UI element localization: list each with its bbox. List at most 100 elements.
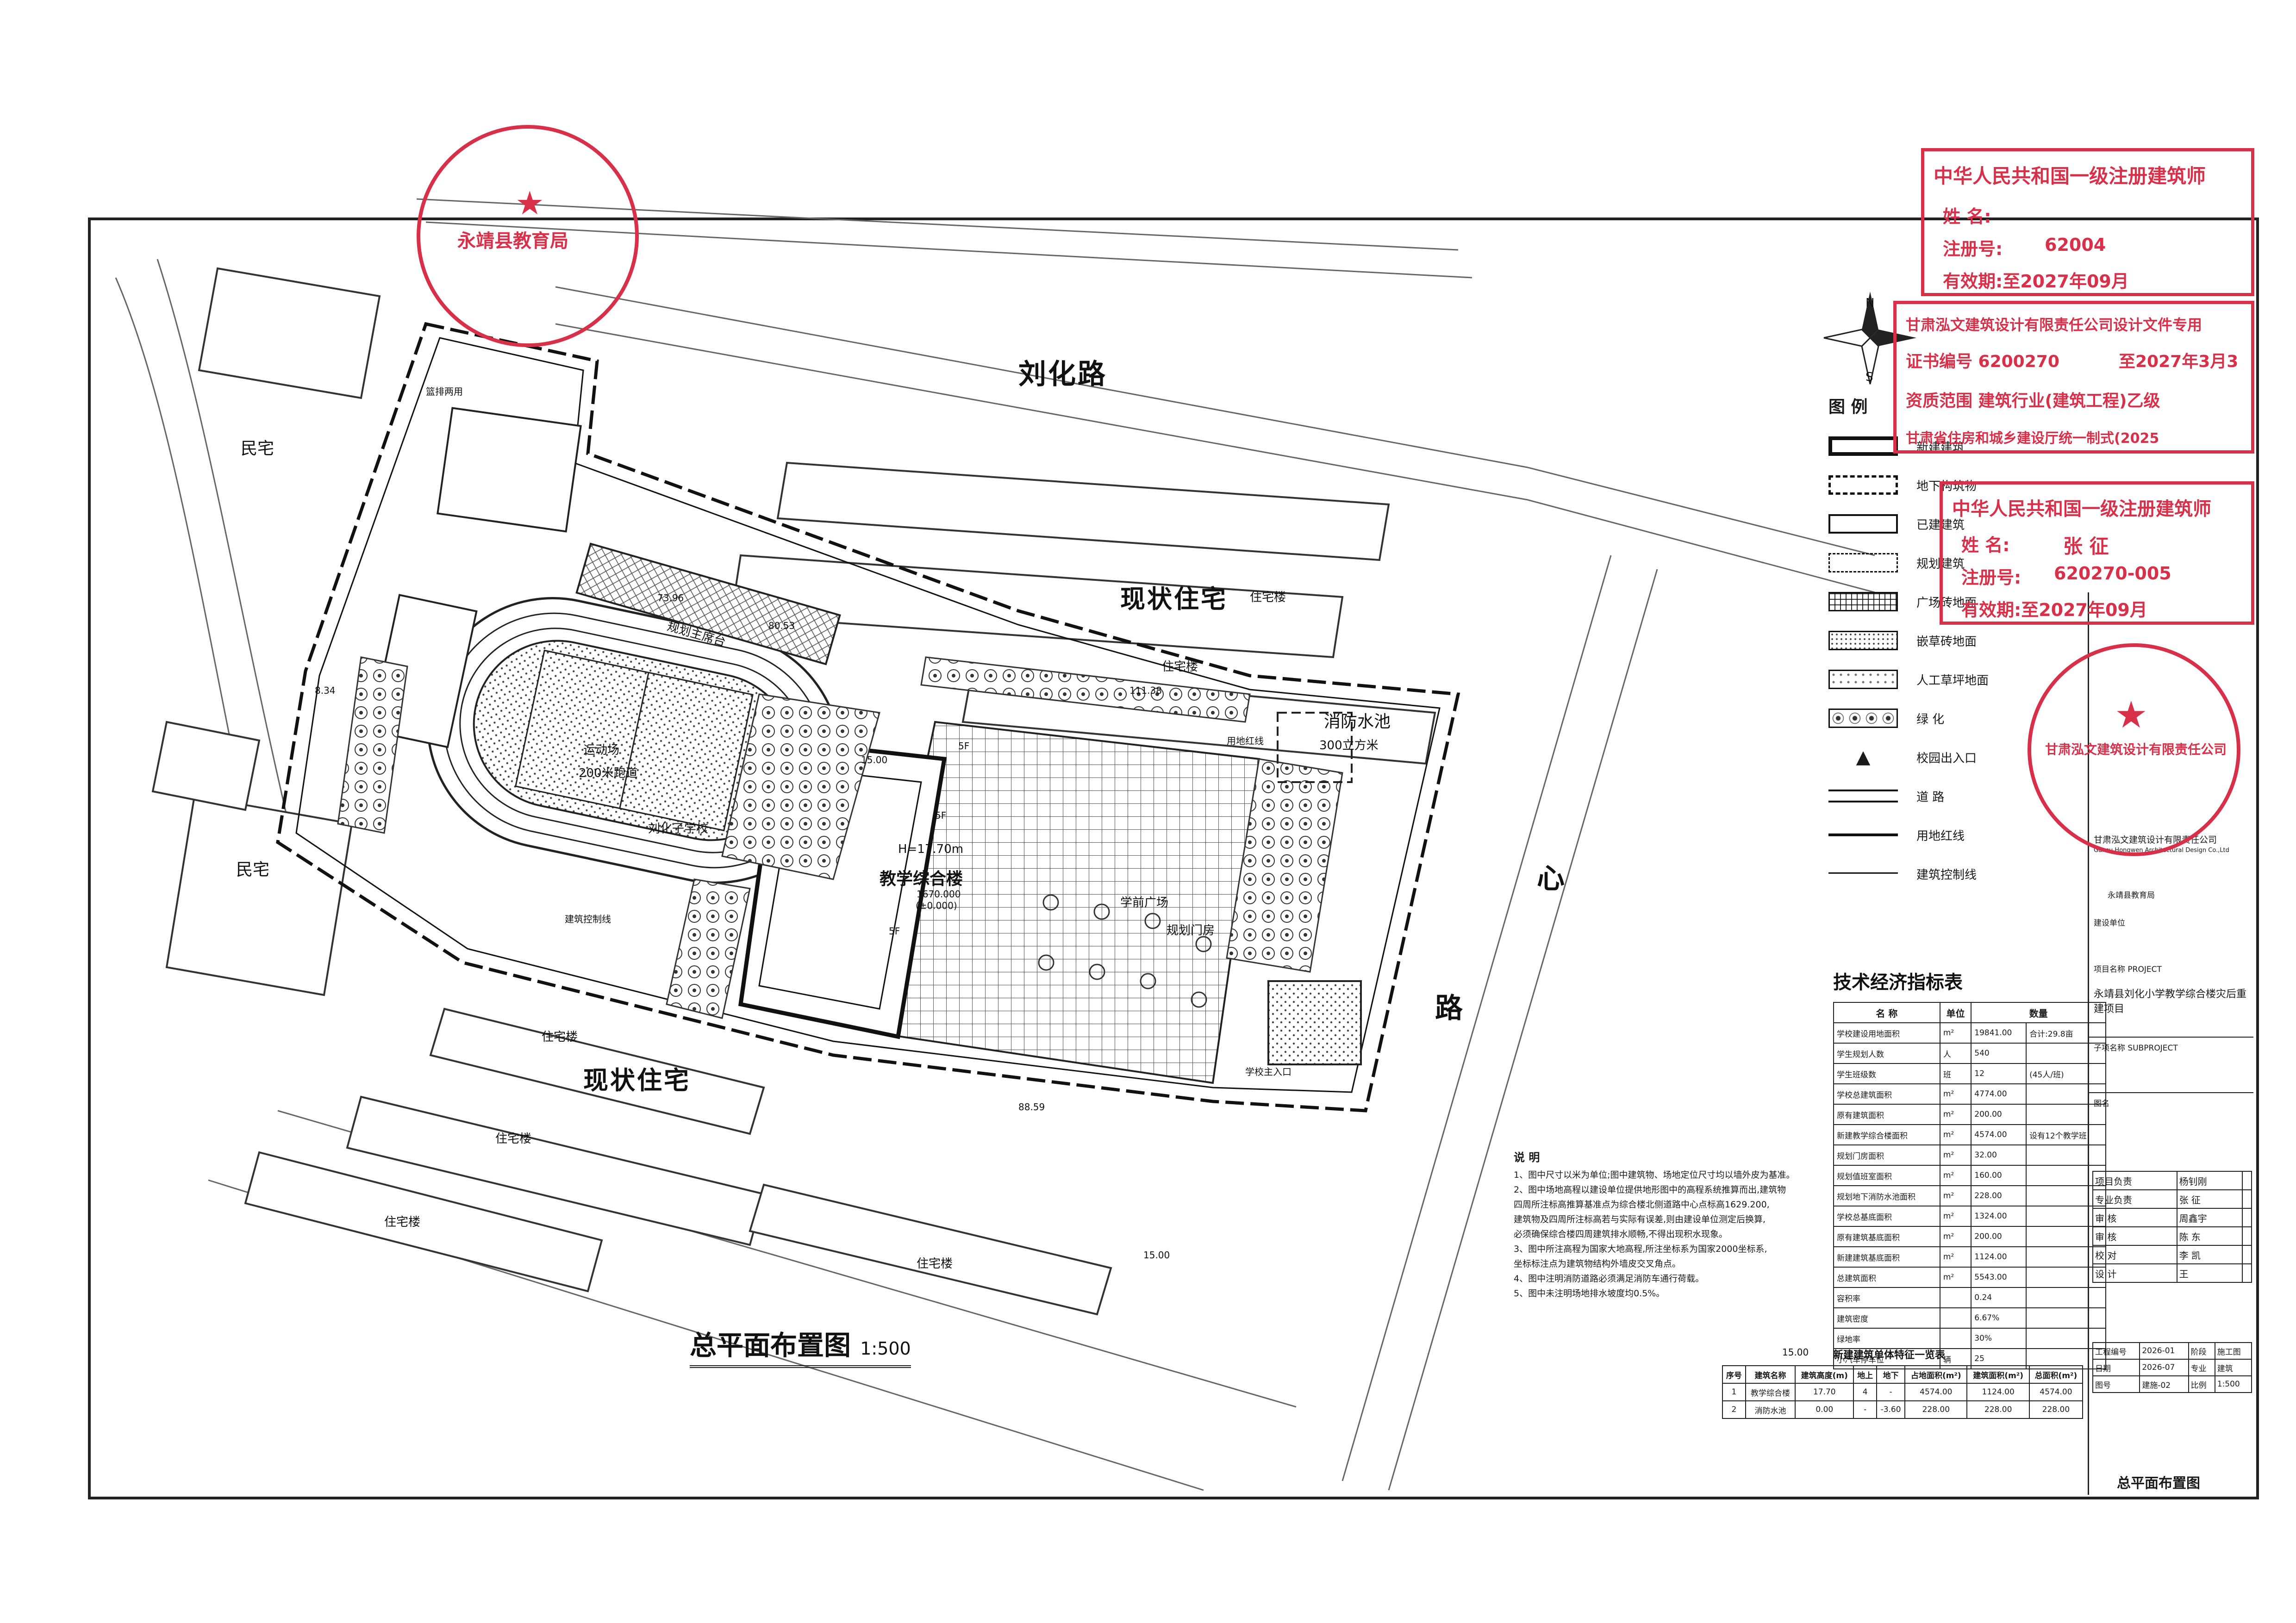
company-round-stamp: 甘肃泓文建筑设计有限责任公司 ★	[2028, 643, 2240, 856]
build-line-label: 建筑控制线	[565, 914, 611, 925]
tech-cell: 规划门房面积	[1833, 1144, 1940, 1166]
tech-row: 建筑密度 6.67%	[1833, 1307, 2106, 1329]
architect-stamp-2: 中华人民共和国一级注册建筑师 姓 名: 张 征 注册号: 620270-005 …	[1940, 481, 2254, 625]
pool-volume-label: 300立方米	[1319, 739, 1379, 752]
tech-cell: m²	[1939, 1104, 1972, 1125]
legend-title: 图 例	[1828, 398, 1868, 417]
note-line: 必须确保综合楼四周建筑排水顺畅,不得出现积水现象。	[1514, 1229, 1728, 1239]
legend-item: 绿 化	[1828, 699, 2088, 738]
building-table-cell: -	[1853, 1400, 1878, 1419]
signature-row: 项目负责杨钊刚	[2092, 1171, 2252, 1190]
tech-cell: 160.00	[1971, 1165, 2027, 1186]
meta-cell: 2026-01	[2139, 1342, 2189, 1360]
gate-label: 规划门房	[1167, 924, 1215, 938]
tech-cell: 学校建设用地面积	[1833, 1022, 1940, 1044]
tech-cell: 设有12个教学班	[2026, 1124, 2106, 1145]
tech-cell: 规划地下消防水池面积	[1833, 1185, 1940, 1206]
tech-cell: 228.00	[1971, 1185, 2027, 1206]
dwelling-label-3: 住宅楼	[542, 1030, 578, 1044]
building-table-header: 建筑高度(m)	[1795, 1365, 1854, 1384]
tech-cell: 4774.00	[1971, 1083, 2027, 1105]
signature-blank	[2241, 1189, 2252, 1209]
tech-cell: 总建筑面积	[1833, 1267, 1940, 1288]
tech-cell: 5543.00	[1971, 1267, 2027, 1288]
meta-cell: 专业	[2188, 1359, 2215, 1376]
tech-cell: 建筑密度	[1833, 1307, 1940, 1329]
tech-cell	[1939, 1287, 1972, 1308]
tech-cell: m²	[1939, 1185, 1972, 1206]
building-table-cell: -	[1876, 1383, 1906, 1401]
note-line: 4、图中注明消防道路必须满足消防车通行荷载。	[1514, 1274, 1704, 1284]
meta-cell: 工程编号	[2092, 1342, 2140, 1360]
tech-cell: 学生规划人数	[1833, 1043, 1940, 1064]
compass-n: N	[1866, 296, 1875, 310]
project-name: 永靖县刘化小学教学综合楼灾后重建项目	[2094, 989, 2247, 1015]
signature-cell: 周鑫宇	[2176, 1208, 2243, 1227]
client-name: 永靖县教育局	[2108, 891, 2155, 900]
meta-cell: 施工图	[2214, 1342, 2252, 1360]
notes: 说 明 1、图中尺寸以米为单位;图中建筑物、场地定位尺寸均以墙外皮为基准。 2、…	[1514, 1150, 1819, 1301]
signature-cell: 专业负责	[2092, 1189, 2177, 1209]
meta-cell: 1:500	[2214, 1375, 2252, 1393]
tech-cell: 规划值班室面积	[1833, 1165, 1940, 1186]
tech-cell: m²	[1939, 1226, 1972, 1247]
building-table: 序号建筑名称建筑高度(m)地上地下占地面积(m²)建筑面积(m²)总面积(m²)…	[1722, 1365, 2084, 1419]
client-label: 建设单位	[2094, 919, 2125, 928]
building-table-header: 序号	[1722, 1365, 1746, 1384]
plan-title: 总平面布置图 1:500	[690, 1324, 911, 1368]
tech-cell	[2026, 1104, 2106, 1125]
tech-cell: 6.67%	[1971, 1307, 2027, 1329]
drawing-label: 图名	[2094, 1099, 2109, 1108]
building-height-label: H=17.70m	[898, 842, 964, 856]
legend-item: 道 路	[1828, 777, 2088, 815]
tech-cell: 0.24	[1971, 1287, 2027, 1308]
building-table-cell: 228.00	[1904, 1400, 1968, 1419]
building-table-cell: 4	[1853, 1383, 1878, 1401]
road-label-east-1: 心	[1537, 863, 1566, 895]
floors-label-c: 5F	[889, 926, 900, 937]
drawing-name: 总平面布置图	[2117, 1475, 2200, 1492]
entrance-icon: ▲	[1856, 746, 1871, 768]
signature-cell: 李 凯	[2176, 1245, 2243, 1264]
building-table-cell: -3.60	[1876, 1400, 1906, 1419]
plan-title-text: 总平面布置图	[690, 1330, 851, 1361]
field-label: 运动场	[583, 743, 620, 757]
tech-cell: 19841.00	[1971, 1022, 2027, 1044]
tech-cell	[2026, 1043, 2106, 1064]
dim-label: 15.00	[1143, 1250, 1170, 1261]
building-table-cell: 228.00	[1966, 1400, 2030, 1419]
building-table-cell: 1124.00	[1966, 1383, 2030, 1401]
note-line: 建筑物及四周所注标高若与实际有误差,则由建设单位测定后换算,	[1514, 1214, 1766, 1225]
tech-cell: m²	[1939, 1206, 1972, 1227]
building-table-header: 占地面积(m²)	[1904, 1365, 1968, 1384]
tech-cell	[2026, 1307, 2106, 1329]
legend-item: 广场砖地面	[1828, 582, 2088, 621]
entrance-label: 学校主入口	[1245, 1066, 1292, 1077]
tech-cell	[2026, 1144, 2106, 1166]
signature-cell: 审 核	[2092, 1208, 2177, 1227]
meta-cell: 2026-07	[2139, 1359, 2189, 1376]
residential-label-1: 现状住宅	[1120, 585, 1228, 614]
legend-item: 建筑控制线	[1828, 854, 2088, 893]
note-line: 5、图中未注明场地排水坡度均0.5%。	[1514, 1288, 1665, 1299]
dim-label: 15.00	[1782, 1347, 1809, 1358]
tech-cell: m²	[1939, 1246, 1972, 1268]
tech-cell: 200.00	[1971, 1226, 2027, 1247]
tech-cell: 200.00	[1971, 1104, 2027, 1125]
legend-item: ▲校园出入口	[1828, 738, 2088, 777]
bureau-round-stamp: 永靖县教育局 ★	[417, 125, 639, 347]
school-name-label: 刘化子学校	[648, 822, 709, 836]
signature-cell: 审 核	[2092, 1226, 2177, 1246]
signature-row: 审 核周鑫宇	[2092, 1208, 2252, 1227]
meta-cell: 阶段	[2188, 1342, 2215, 1360]
